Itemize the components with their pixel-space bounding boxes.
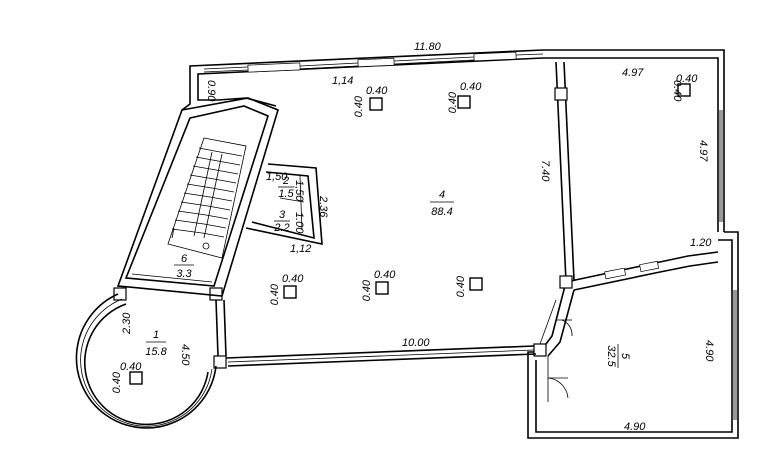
column-7 xyxy=(129,371,143,385)
column-label: 0.40 xyxy=(676,73,698,85)
dim-wall-height-left: 0.90 xyxy=(205,80,217,102)
column-4 xyxy=(283,285,297,299)
column-1 xyxy=(369,97,383,111)
column-6 xyxy=(469,277,483,291)
column-5 xyxy=(375,281,389,295)
column-label: 0.40 xyxy=(111,371,123,393)
room-2-area: 1.5 xyxy=(278,188,294,200)
stair-treads xyxy=(171,147,243,250)
dim-top-length: 11.80 xyxy=(414,41,442,53)
room-5-label: 5 32.5 xyxy=(605,344,631,368)
partition-walls xyxy=(539,61,719,357)
column-label: 0.40 xyxy=(460,81,482,93)
dim-room-right-side: 4.97 xyxy=(697,140,709,162)
wall-pillars xyxy=(113,87,573,369)
dim-rotunda-left: 2.30 xyxy=(121,312,133,335)
room-5-number: 5 xyxy=(619,353,631,360)
column-label: 0.40 xyxy=(366,85,388,97)
dim-corridor-length: 10.00 xyxy=(402,337,430,349)
room-1-area: 15.8 xyxy=(145,346,167,358)
room-3-label: 3 2.2 xyxy=(273,209,290,234)
room-1-number: 1 xyxy=(153,329,159,341)
room-4-label: 4 88.4 xyxy=(430,189,454,218)
column-label: 0.40 xyxy=(353,95,365,117)
dim-niche-width-top: 1,50 xyxy=(266,171,288,183)
column-label: 0.40 xyxy=(671,80,683,102)
room5-doors xyxy=(539,299,573,402)
dim-niche-mid: 1.00 xyxy=(293,212,305,234)
column-label: 0.40 xyxy=(361,279,373,301)
column-2 xyxy=(457,95,471,109)
corridor-wall xyxy=(225,345,537,367)
dim-partition-height: 7.40 xyxy=(539,160,551,182)
interior-columns xyxy=(129,83,691,385)
top-windows xyxy=(203,51,737,420)
room-4-number: 4 xyxy=(439,189,445,201)
dim-niche-bottom: 1,12 xyxy=(290,243,311,255)
dim-niche-side: 2.36 xyxy=(317,195,329,218)
dim-notch-width: 1.20 xyxy=(690,237,712,249)
room-2-number: 2 xyxy=(282,175,289,187)
room-1-label: 1 15.8 xyxy=(145,329,167,358)
niche-block xyxy=(245,163,323,246)
column-label: 0.40 xyxy=(447,91,459,113)
dim-room5-right: 4.90 xyxy=(703,340,715,362)
dim-room-top-right: 4.97 xyxy=(622,67,644,79)
column-size-labels: 0.40 0.40 0.40 0.40 0.40 0.40 0.40 0.40 … xyxy=(111,73,698,393)
column-label: 0.40 xyxy=(269,283,281,305)
room-2-label: 2 1.5 xyxy=(278,175,295,200)
room-6-label: 6 3.3 xyxy=(174,253,194,280)
room-3-area: 2.2 xyxy=(273,222,289,234)
stair-block xyxy=(116,97,279,297)
column-3 xyxy=(677,83,691,97)
dimension-labels: 11.80 1,14 0.90 4.97 4.97 7.40 1.20 10.0… xyxy=(121,41,715,433)
rotunda xyxy=(75,293,227,429)
room-4-area: 88.4 xyxy=(431,206,452,218)
room-3-number: 3 xyxy=(279,209,286,221)
room-labels: 1 15.8 2 1.5 3 2.2 4 88.4 5 32.5 6 3.3 xyxy=(145,175,631,368)
column-label: 0.40 xyxy=(120,361,142,373)
dim-niche-height: 1,50 xyxy=(293,180,305,202)
dim-room5-bottom: 4.90 xyxy=(624,421,646,433)
dim-window-span: 1,14 xyxy=(332,75,353,87)
column-label: 0.40 xyxy=(455,275,467,297)
dim-rotunda-side: 4.50 xyxy=(179,344,191,366)
column-label: 0.40 xyxy=(282,273,304,285)
room-5-area: 32.5 xyxy=(605,345,617,367)
room-6-number: 6 xyxy=(181,253,188,265)
room-6-area: 3.3 xyxy=(176,268,192,280)
exterior-walls xyxy=(181,49,739,439)
column-label: 0.40 xyxy=(374,269,396,281)
